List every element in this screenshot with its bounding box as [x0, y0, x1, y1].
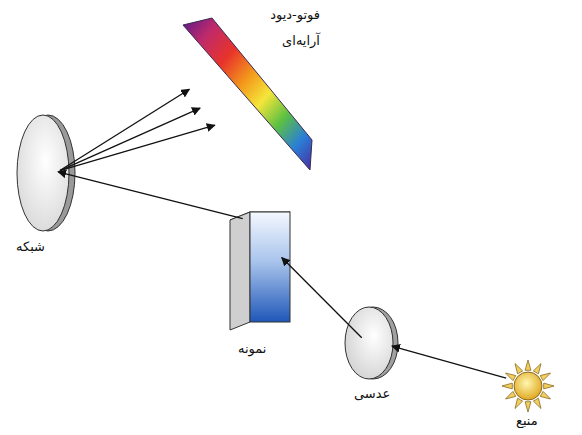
light-ray-arrow [60, 89, 190, 170]
light-source-figure [500, 358, 556, 414]
component-label: نمونه [238, 340, 266, 358]
lens-figure [342, 305, 400, 381]
sample-cuvette-figure [228, 210, 292, 332]
light-source: منبع [500, 358, 556, 414]
light-ray-arrow [58, 172, 243, 219]
light-ray-arrow [60, 108, 200, 171]
lens: عدسی [342, 305, 400, 381]
component-label: فوتو-دیود آرایه‌ای [235, 2, 320, 54]
component-label: عدسی [354, 385, 390, 403]
component-label: منبع [516, 412, 538, 430]
photodiode-array: فوتو-دیود آرایه‌ای [180, 16, 314, 172]
diffraction-grating: شبکه [14, 112, 76, 234]
light-ray-arrow [60, 125, 215, 170]
sample-cuvette: نمونه [228, 210, 292, 332]
component-label: شبکه [16, 238, 45, 256]
diffraction-grating-figure [14, 112, 76, 234]
light-ray-arrow [392, 346, 506, 378]
